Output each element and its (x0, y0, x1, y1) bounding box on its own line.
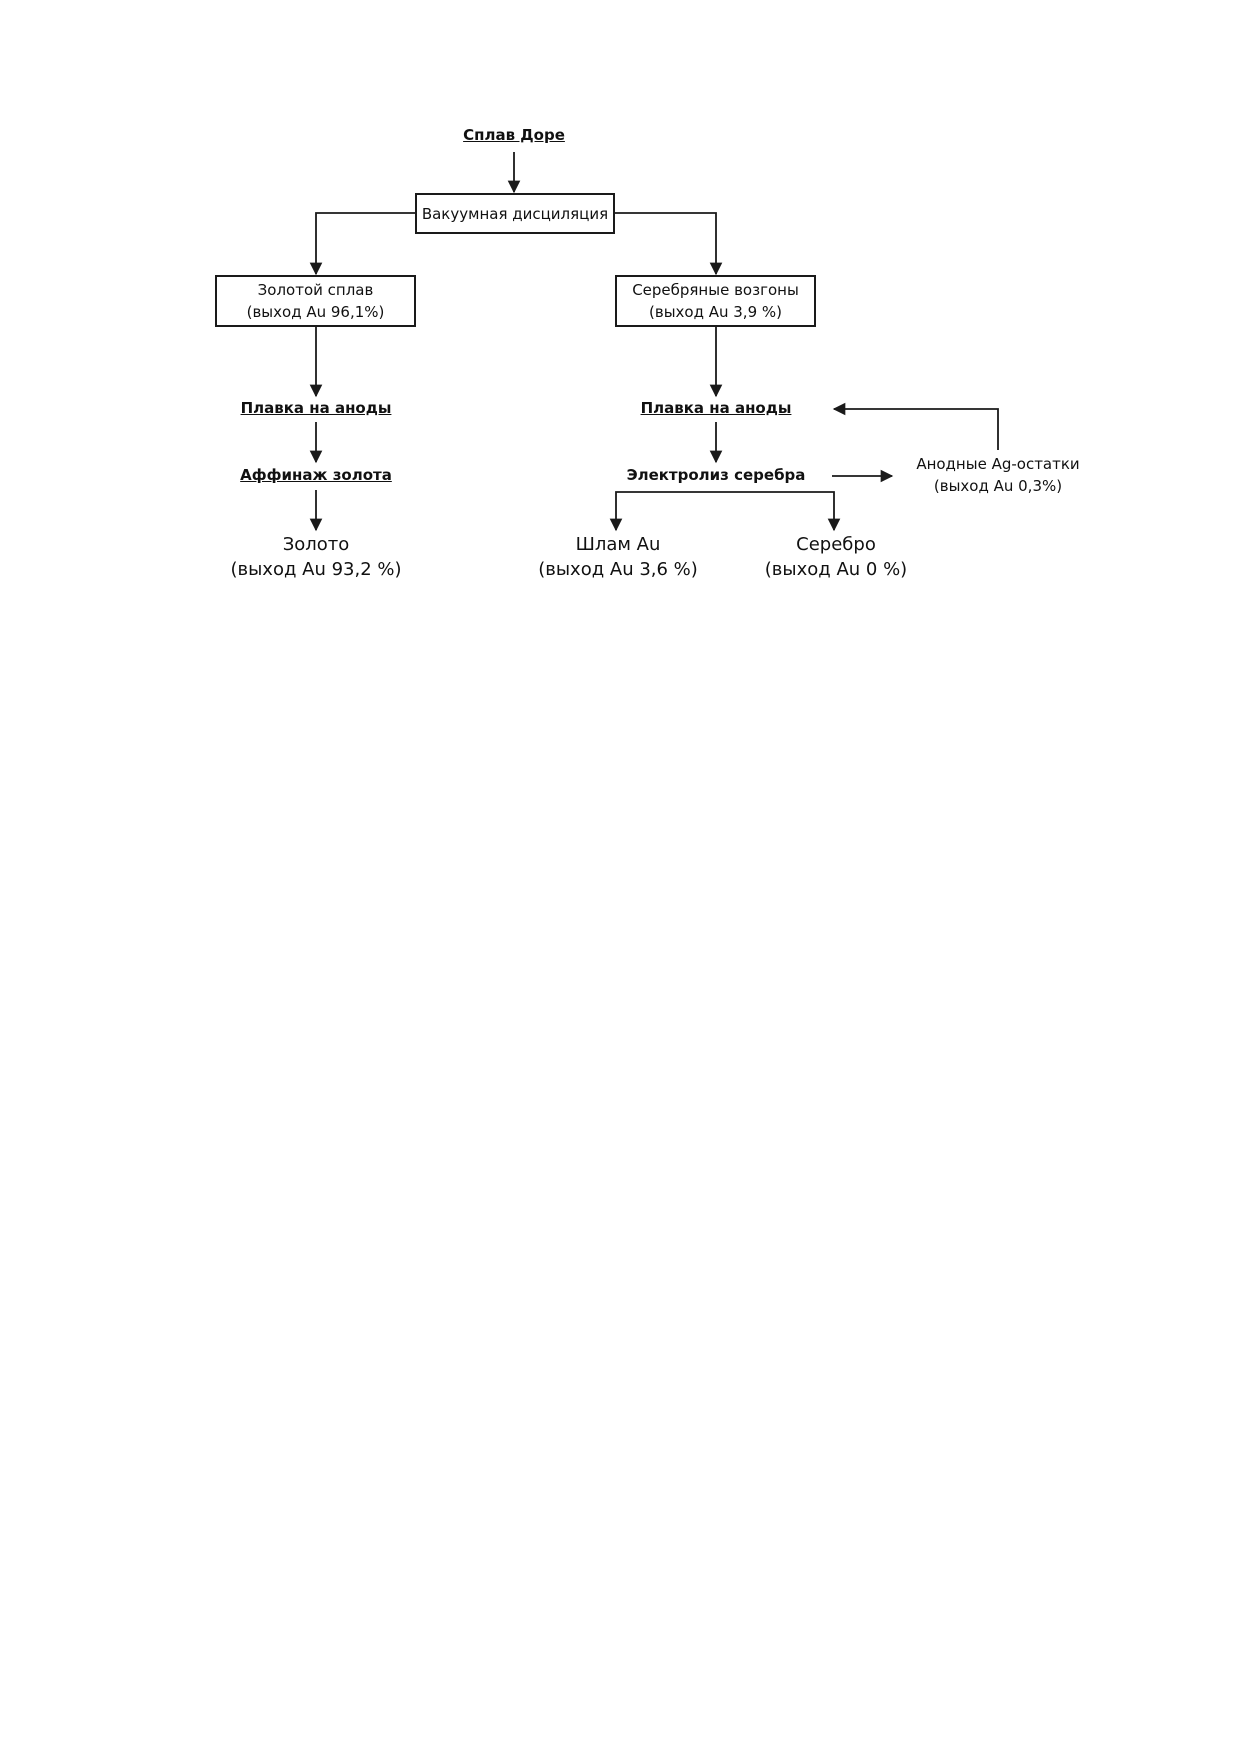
step-melt-anodes-left: Плавка на аноды (240, 399, 392, 417)
arrow-distillation-to-silver-sublimates (614, 212, 723, 276)
output-gold: Золото (выход Au 93,2 %) (206, 532, 426, 582)
step-silver-electrolysis: Электролиз серебра (626, 466, 806, 484)
box-silver-sublimates: Серебряные возгоны (выход Au 3,9 %) (615, 275, 816, 327)
output-anode-residues: Анодные Ag-остатки (выход Au 0,3%) (898, 453, 1098, 497)
box-vacuum-distillation-label: Вакуумная дисциляция (421, 204, 609, 223)
arrow-electrolysis-to-sludge (609, 491, 716, 532)
silver-sublimates-yield: (выход Au 3,9 %) (649, 303, 782, 321)
arrow-distillation-to-gold-alloy (309, 212, 416, 276)
step-dore-alloy: Сплав Доре (463, 126, 565, 144)
anode-residues-title: Анодные Ag-остатки (916, 455, 1080, 473)
output-silver: Серебро (выход Au 0 %) (726, 532, 946, 582)
box-vacuum-distillation: Вакуумная дисциляция (415, 193, 615, 234)
sludge-title: Шлам Au (575, 534, 661, 555)
output-sludge-au: Шлам Au (выход Au 3,6 %) (508, 532, 728, 582)
silver-title: Серебро (796, 534, 876, 555)
sludge-yield: (выход Au 3,6 %) (538, 559, 698, 580)
arrow-anode-residues-to-melt (832, 402, 999, 450)
arrow-electrolysis-to-silver (716, 491, 841, 532)
gold-alloy-title: Золотой сплав (257, 281, 374, 299)
gold-title: Золото (282, 534, 350, 555)
silver-sublimates-title: Серебряные возгоны (632, 281, 799, 299)
silver-yield: (выход Au 0 %) (764, 559, 908, 580)
box-gold-alloy: Золотой сплав (выход Au 96,1%) (215, 275, 416, 327)
step-melt-anodes-right: Плавка на аноды (640, 399, 792, 417)
anode-residues-yield: (выход Au 0,3%) (933, 477, 1063, 495)
gold-yield: (выход Au 93,2 %) (230, 559, 402, 580)
gold-alloy-yield: (выход Au 96,1%) (246, 303, 385, 321)
step-gold-refining: Аффинаж золота (240, 466, 392, 484)
